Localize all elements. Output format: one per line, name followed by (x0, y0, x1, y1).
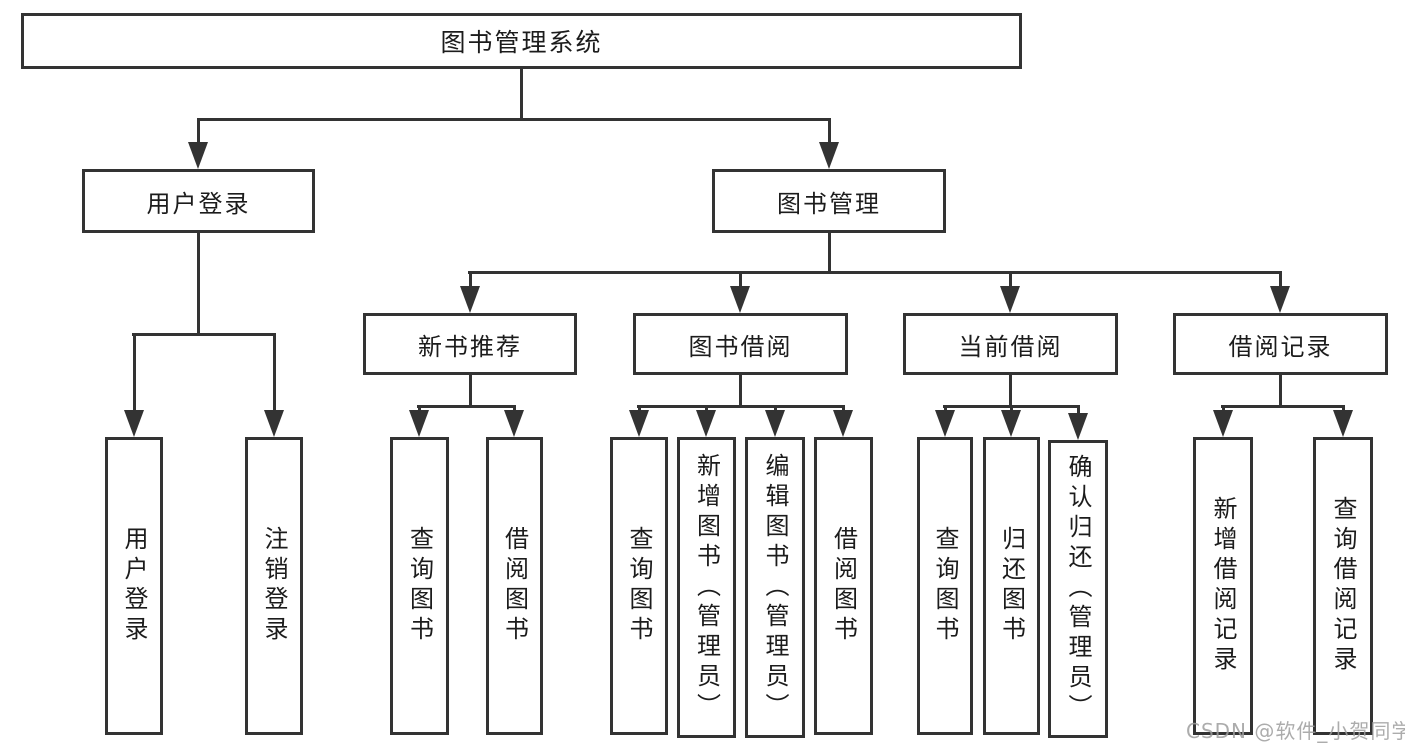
arrowhead-cb-query (935, 410, 955, 437)
connector-cb-stem (1009, 373, 1012, 408)
leaf-bb-add-books-admin: 新增图书（管理员） (677, 437, 736, 738)
leaf-cb-query-books: 查询图书 (917, 437, 973, 735)
leaf-cb-confirm-return-admin: 确认归还（管理员） (1048, 440, 1108, 738)
arrowhead-cb-confirm (1068, 413, 1088, 440)
arrowhead-bb-add (696, 410, 716, 437)
connector-level2-bar (197, 118, 831, 121)
connector-bb-bar (637, 405, 845, 408)
leaf-user-login: 用户登录 (105, 437, 163, 735)
connector-drop-user-login (197, 118, 200, 147)
leaf-bb-edit-books-admin: 编辑图书（管理员） (745, 437, 805, 738)
connector-drop-cb-return (1010, 405, 1013, 414)
node-root: 图书管理系统 (21, 13, 1022, 69)
connector-drop-nbr-query (418, 405, 421, 414)
arrowhead-book-borrow (730, 286, 750, 313)
leaf-cb-return-books-label: 归还图书 (997, 526, 1026, 646)
leaf-user-login-label: 用户登录 (120, 526, 148, 646)
arrowhead-br-add (1213, 410, 1233, 437)
node-current-borrow: 当前借阅 (903, 313, 1118, 375)
leaf-cb-return-books: 归还图书 (983, 437, 1040, 735)
connector-root-stem (520, 68, 523, 120)
arrowhead-cb-return (1001, 410, 1021, 437)
arrowhead-nbr-query (409, 410, 429, 437)
connector-drop-leaf-logout (273, 333, 276, 413)
arrowhead-leaf-logout (264, 410, 284, 437)
leaf-nbr-borrow-books-label: 借阅图书 (500, 526, 529, 646)
leaf-bb-borrow-books-label: 借阅图书 (829, 526, 858, 646)
connector-drop-cb-query (944, 405, 947, 414)
arrowhead-bb-borrow (833, 410, 853, 437)
connector-nbr-stem (469, 373, 472, 408)
arrowhead-new-book-recommend (460, 286, 480, 313)
node-book-management-label: 图书管理 (777, 189, 881, 218)
arrowhead-nbr-borrow (504, 410, 524, 437)
connector-drop-bb-edit (774, 405, 777, 414)
connector-drop-current-borrow (1009, 271, 1012, 290)
arrowhead-bb-query (629, 410, 649, 437)
leaf-bb-query-books: 查询图书 (610, 437, 668, 735)
connector-drop-bb-query (638, 405, 641, 414)
leaf-cb-confirm-return-admin-label: 确认归还（管理员） (1064, 454, 1092, 724)
connector-drop-br-add (1222, 405, 1225, 414)
connector-drop-bb-borrow (842, 405, 845, 414)
connector-user-login-bar (132, 333, 275, 336)
node-book-borrow-label: 图书借阅 (688, 332, 793, 361)
arrowhead-book-management (819, 142, 839, 169)
node-borrow-records: 借阅记录 (1173, 313, 1388, 375)
connector-drop-book-management (828, 118, 831, 147)
leaf-cb-query-books-label: 查询图书 (931, 526, 959, 646)
leaf-nbr-query-books-label: 查询图书 (405, 526, 434, 646)
arrowhead-leaf-user-login (124, 410, 144, 437)
leaf-logout-label: 注销登录 (260, 526, 288, 646)
leaf-bb-add-books-admin-label: 新增图书（管理员） (692, 452, 721, 723)
leaf-nbr-borrow-books: 借阅图书 (486, 437, 543, 735)
node-root-label: 图书管理系统 (440, 28, 603, 57)
leaf-br-query-record: 查询借阅记录 (1313, 437, 1373, 735)
arrowhead-current-borrow (1000, 286, 1020, 313)
leaf-bb-edit-books-admin-label: 编辑图书（管理员） (761, 452, 789, 723)
node-new-book-recommend: 新书推荐 (363, 313, 577, 375)
leaf-br-add-record: 新增借阅记录 (1193, 437, 1253, 735)
leaf-bb-query-books-label: 查询图书 (625, 526, 653, 646)
connector-drop-leaf-user-login (133, 333, 136, 413)
leaf-nbr-query-books: 查询图书 (390, 437, 449, 735)
connector-drop-book-borrow (739, 271, 742, 290)
connector-br-stem (1279, 373, 1282, 408)
leaf-logout: 注销登录 (245, 437, 303, 735)
connector-drop-cb-confirm (1077, 405, 1080, 417)
connector-book-management-stem (828, 231, 831, 274)
connector-user-login-stem (197, 231, 200, 336)
arrowhead-bb-edit (765, 410, 785, 437)
node-user-login: 用户登录 (82, 169, 315, 233)
arrowhead-borrow-records (1270, 286, 1290, 313)
node-book-borrow: 图书借阅 (633, 313, 848, 375)
connector-level3-bar (468, 271, 1282, 274)
node-current-borrow-label: 当前借阅 (958, 332, 1063, 361)
connector-nbr-bar (417, 405, 516, 408)
leaf-br-add-record-label: 新增借阅记录 (1209, 496, 1237, 676)
node-new-book-recommend-label: 新书推荐 (418, 332, 522, 361)
csdn-watermark: CSDN @软件_小贺同学 (1186, 719, 1405, 743)
node-borrow-records-label: 借阅记录 (1228, 332, 1333, 361)
node-user-login-label: 用户登录 (146, 189, 251, 218)
connector-drop-bb-add (705, 405, 708, 414)
arrowhead-br-query (1333, 410, 1353, 437)
leaf-bb-borrow-books: 借阅图书 (814, 437, 873, 735)
connector-drop-br-query (1342, 405, 1345, 414)
connector-drop-nbr-borrow (513, 405, 516, 414)
connector-drop-borrow-records (1279, 271, 1282, 290)
connector-br-bar (1221, 405, 1345, 408)
arrowhead-user-login (188, 142, 208, 169)
connector-drop-new-book-recommend (469, 271, 472, 290)
node-book-management: 图书管理 (712, 169, 946, 233)
connector-bb-stem (739, 373, 742, 408)
leaf-br-query-record-label: 查询借阅记录 (1329, 496, 1357, 676)
